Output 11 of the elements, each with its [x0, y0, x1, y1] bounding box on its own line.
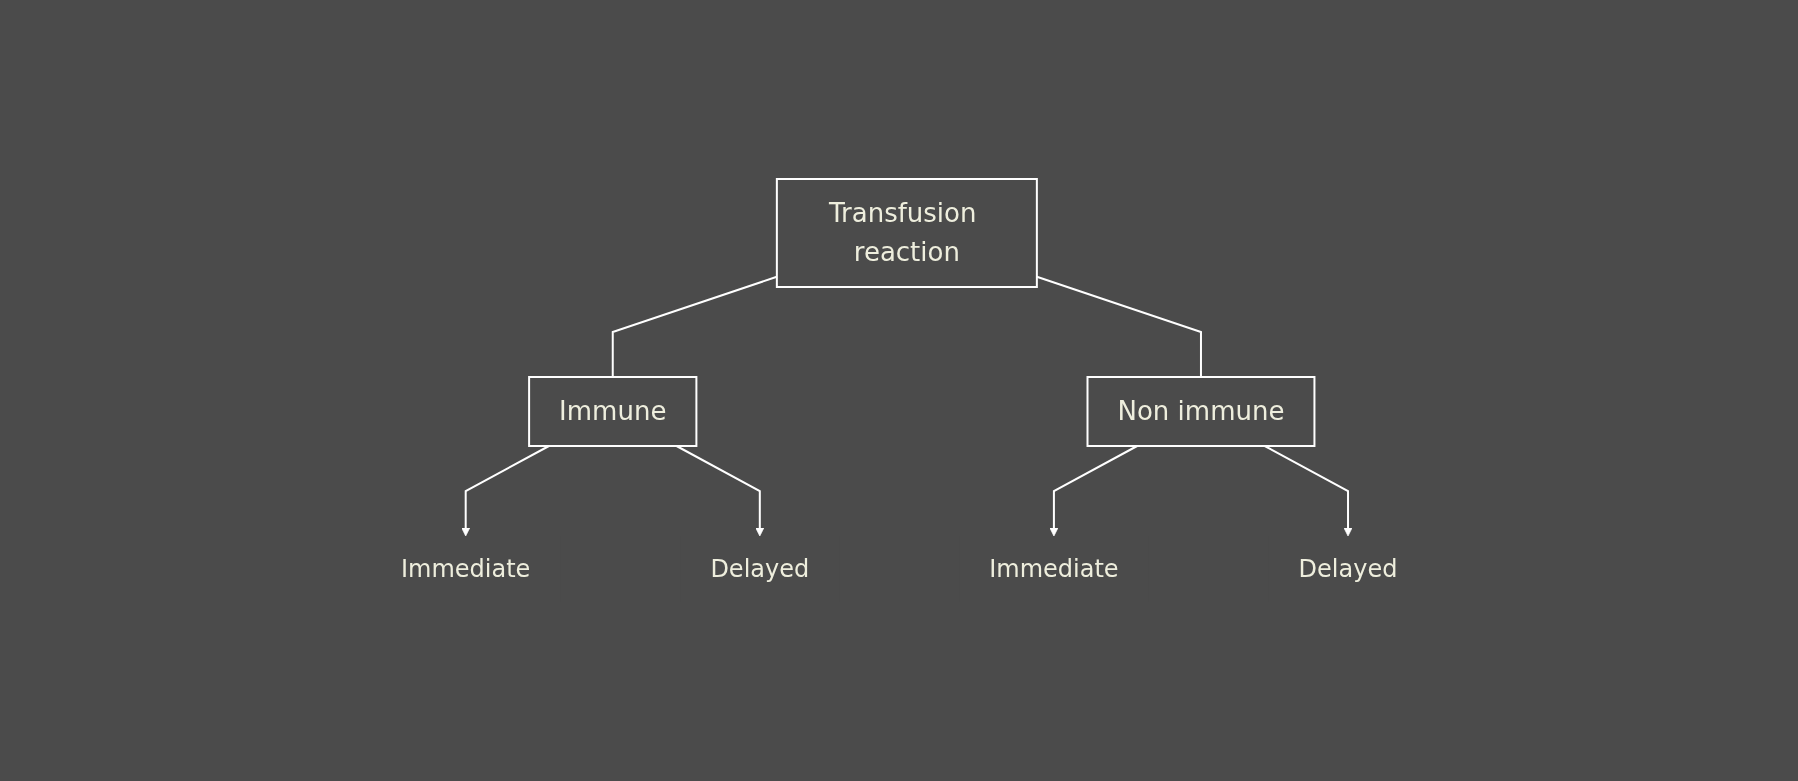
node-text: Immediate [989, 555, 1119, 583]
arrow [461, 445, 550, 537]
node-text: Immediate [400, 555, 531, 583]
arrow [1263, 445, 1353, 537]
node-box: Transfusion reaction [775, 178, 1038, 288]
node-box: Immune [527, 376, 698, 447]
node-box: Non immune [1086, 376, 1316, 447]
node-text: Delayed [710, 555, 809, 583]
arrow [675, 445, 764, 537]
node-text: Delayed [1298, 555, 1398, 583]
arrow [1049, 445, 1138, 537]
